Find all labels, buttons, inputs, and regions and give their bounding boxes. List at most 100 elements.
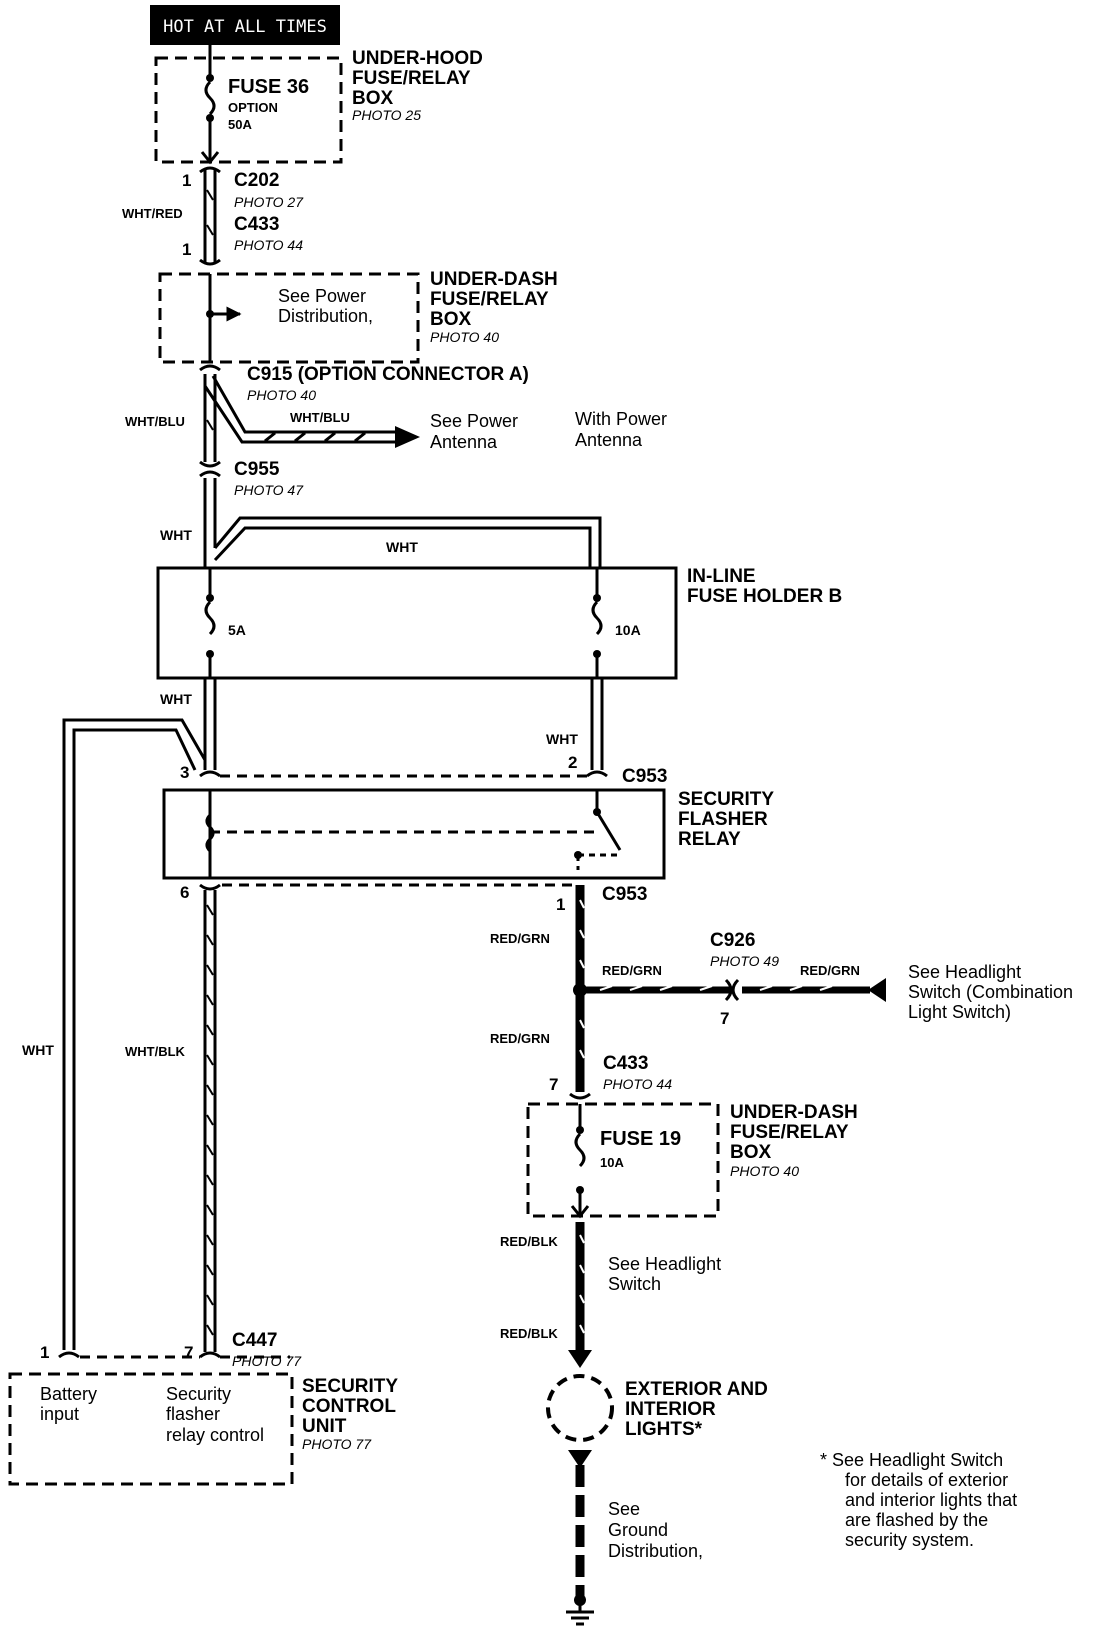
wire-wht-label-2: WHT xyxy=(386,539,418,555)
security-control-unit-title-1: SECURITY xyxy=(302,1376,398,1397)
see-power-distribution-1: See Power xyxy=(278,286,366,306)
fuse-19-symbol xyxy=(570,1104,590,1219)
see-power-antenna-1: See Power xyxy=(430,411,518,431)
battery-input-1: Battery xyxy=(40,1384,97,1404)
in-line-fuse-holder-title-1: IN-LINE xyxy=(687,566,756,587)
c953-top-pin-2: 2 xyxy=(568,753,577,772)
antenna-wire-label: WHT/BLU xyxy=(290,410,350,425)
wire-wht-label-5: WHT xyxy=(22,1042,54,1058)
c926-label: C926 xyxy=(710,930,755,951)
c202-photo: PHOTO 27 xyxy=(234,194,304,210)
under-dash-box-bottom-title-2: FUSE/RELAY xyxy=(730,1122,849,1143)
see-ground-distribution-1: See xyxy=(608,1499,640,1519)
with-power-antenna-2: Antenna xyxy=(575,430,643,450)
under-dash-box-bottom-title-1: UNDER-DASH xyxy=(730,1102,858,1123)
see-headlight-switch-bottom-2: Switch xyxy=(608,1274,661,1294)
c953-bottom-pin-6: 6 xyxy=(180,883,189,902)
battery-input-2: input xyxy=(40,1404,79,1424)
security-flasher-relay-title-2: FLASHER xyxy=(678,809,768,830)
wire-red-grn-label-1: RED/GRN xyxy=(490,931,550,946)
wire-wht-red xyxy=(199,166,221,266)
wire-wht-blk-label: WHT/BLK xyxy=(125,1044,186,1059)
see-power-antenna-2: Antenna xyxy=(430,432,498,452)
wire-red-grn-label-3: RED/GRN xyxy=(800,963,860,978)
fuse-10a-label: 10A xyxy=(615,622,641,638)
see-headlight-switch-bottom-1: See Headlight xyxy=(608,1254,721,1274)
fuse-5a-label: 5A xyxy=(228,622,246,638)
wire-wht-blu xyxy=(203,374,420,462)
relay-control-3: relay control xyxy=(166,1425,264,1445)
under-dash-box-bottom-title-3: BOX xyxy=(730,1142,772,1163)
see-ground-distribution-3: Distribution, xyxy=(608,1541,703,1561)
security-control-unit-photo: PHOTO 77 xyxy=(302,1436,372,1452)
wire-red-grn xyxy=(573,885,886,1092)
fuse-5a-symbol xyxy=(204,568,216,678)
footnote-line-1: * See Headlight Switch xyxy=(820,1450,1003,1470)
fuse-19-label: FUSE 19 xyxy=(600,1128,681,1150)
fuse-36-label: FUSE 36 xyxy=(228,76,309,98)
c953-bottom-label: C953 xyxy=(602,884,647,905)
c447-pin-7: 7 xyxy=(184,1343,193,1362)
hot-at-all-times-label: HOT AT ALL TIMES xyxy=(163,17,327,37)
c433-top-pin: 1 xyxy=(182,240,191,259)
c433-top-photo: PHOTO 44 xyxy=(234,237,303,253)
under-dash-fuse-box-bottom xyxy=(526,1102,720,1218)
lights-title-1: EXTERIOR AND xyxy=(625,1379,768,1400)
wire-wht-label-1: WHT xyxy=(160,527,192,543)
see-headlight-switch-top-3: Light Switch) xyxy=(908,1002,1011,1022)
c202-pin: 1 xyxy=(182,171,191,190)
c955-photo: PHOTO 47 xyxy=(234,482,304,498)
fuse-19-rating: 10A xyxy=(600,1155,624,1170)
security-control-unit-title-2: CONTROL xyxy=(302,1396,396,1417)
fuse-36-rating: 50A xyxy=(228,117,252,132)
fuse-10a-symbol xyxy=(591,568,603,678)
under-dash-box-top-title-3: BOX xyxy=(430,309,472,330)
wire-wht-to-fuse-holder xyxy=(203,478,602,568)
see-headlight-switch-top-2: Switch (Combination xyxy=(908,982,1073,1002)
c433-bottom-photo: PHOTO 44 xyxy=(603,1076,672,1092)
under-hood-box-title-3: BOX xyxy=(352,88,394,109)
security-flasher-relay-title-1: SECURITY xyxy=(678,789,774,810)
under-dash-box-top-title-1: UNDER-DASH xyxy=(430,269,558,290)
footnote-line-4: are flashed by the xyxy=(845,1510,988,1530)
see-headlight-switch-top-1: See Headlight xyxy=(908,962,1021,982)
wire-wht-label-4: WHT xyxy=(546,731,578,747)
c433-bottom-label: C433 xyxy=(603,1053,648,1074)
under-hood-box-title-1: UNDER-HOOD xyxy=(352,48,483,69)
c447-photo: PHOTO 77 xyxy=(232,1353,302,1369)
under-dash-box-top-title-2: FUSE/RELAY xyxy=(430,289,549,310)
security-flasher-relay-title-3: RELAY xyxy=(678,829,741,850)
fuse-36-symbol xyxy=(200,45,220,165)
hot-at-all-times-banner xyxy=(150,5,340,45)
wire-ground xyxy=(566,1450,594,1626)
lights-title-2: INTERIOR xyxy=(625,1399,716,1420)
wire-wht-red-label: WHT/RED xyxy=(122,206,183,221)
under-hood-fuse-box xyxy=(154,56,343,164)
c202-label: C202 xyxy=(234,170,279,191)
footnote-line-5: security system. xyxy=(845,1530,974,1550)
c926-photo: PHOTO 49 xyxy=(710,953,779,969)
security-flasher-relay xyxy=(162,788,666,880)
c433-bottom-pin: 7 xyxy=(549,1075,558,1094)
wire-red-grn-label-4: RED/GRN xyxy=(490,1031,550,1046)
see-power-distribution-2: Distribution, xyxy=(278,306,373,326)
in-line-fuse-holder-title-2: FUSE HOLDER B xyxy=(687,586,842,607)
c953-top-pin-3: 3 xyxy=(180,763,189,782)
wire-wht-blk xyxy=(203,890,217,1352)
under-hood-box-photo: PHOTO 25 xyxy=(352,107,421,123)
footnote-line-2: for details of exterior xyxy=(845,1470,1008,1490)
see-ground-distribution-2: Ground xyxy=(608,1520,668,1540)
exterior-interior-lights-symbol xyxy=(546,1374,614,1442)
wire-red-blk-label-1: RED/BLK xyxy=(500,1234,558,1249)
c955-label: C955 xyxy=(234,459,280,480)
under-dash-box-top-photo: PHOTO 40 xyxy=(430,329,499,345)
under-dash-box-bottom-photo: PHOTO 40 xyxy=(730,1163,799,1179)
c433-top-label: C433 xyxy=(234,214,279,235)
wire-wht-blu-label: WHT/BLU xyxy=(125,414,185,429)
under-dash-fuse-box-top xyxy=(158,272,420,364)
under-hood-box-title-2: FUSE/RELAY xyxy=(352,68,471,89)
relay-control-1: Security xyxy=(166,1384,231,1404)
c926-pin: 7 xyxy=(720,1009,729,1028)
relay-internals xyxy=(205,790,622,878)
